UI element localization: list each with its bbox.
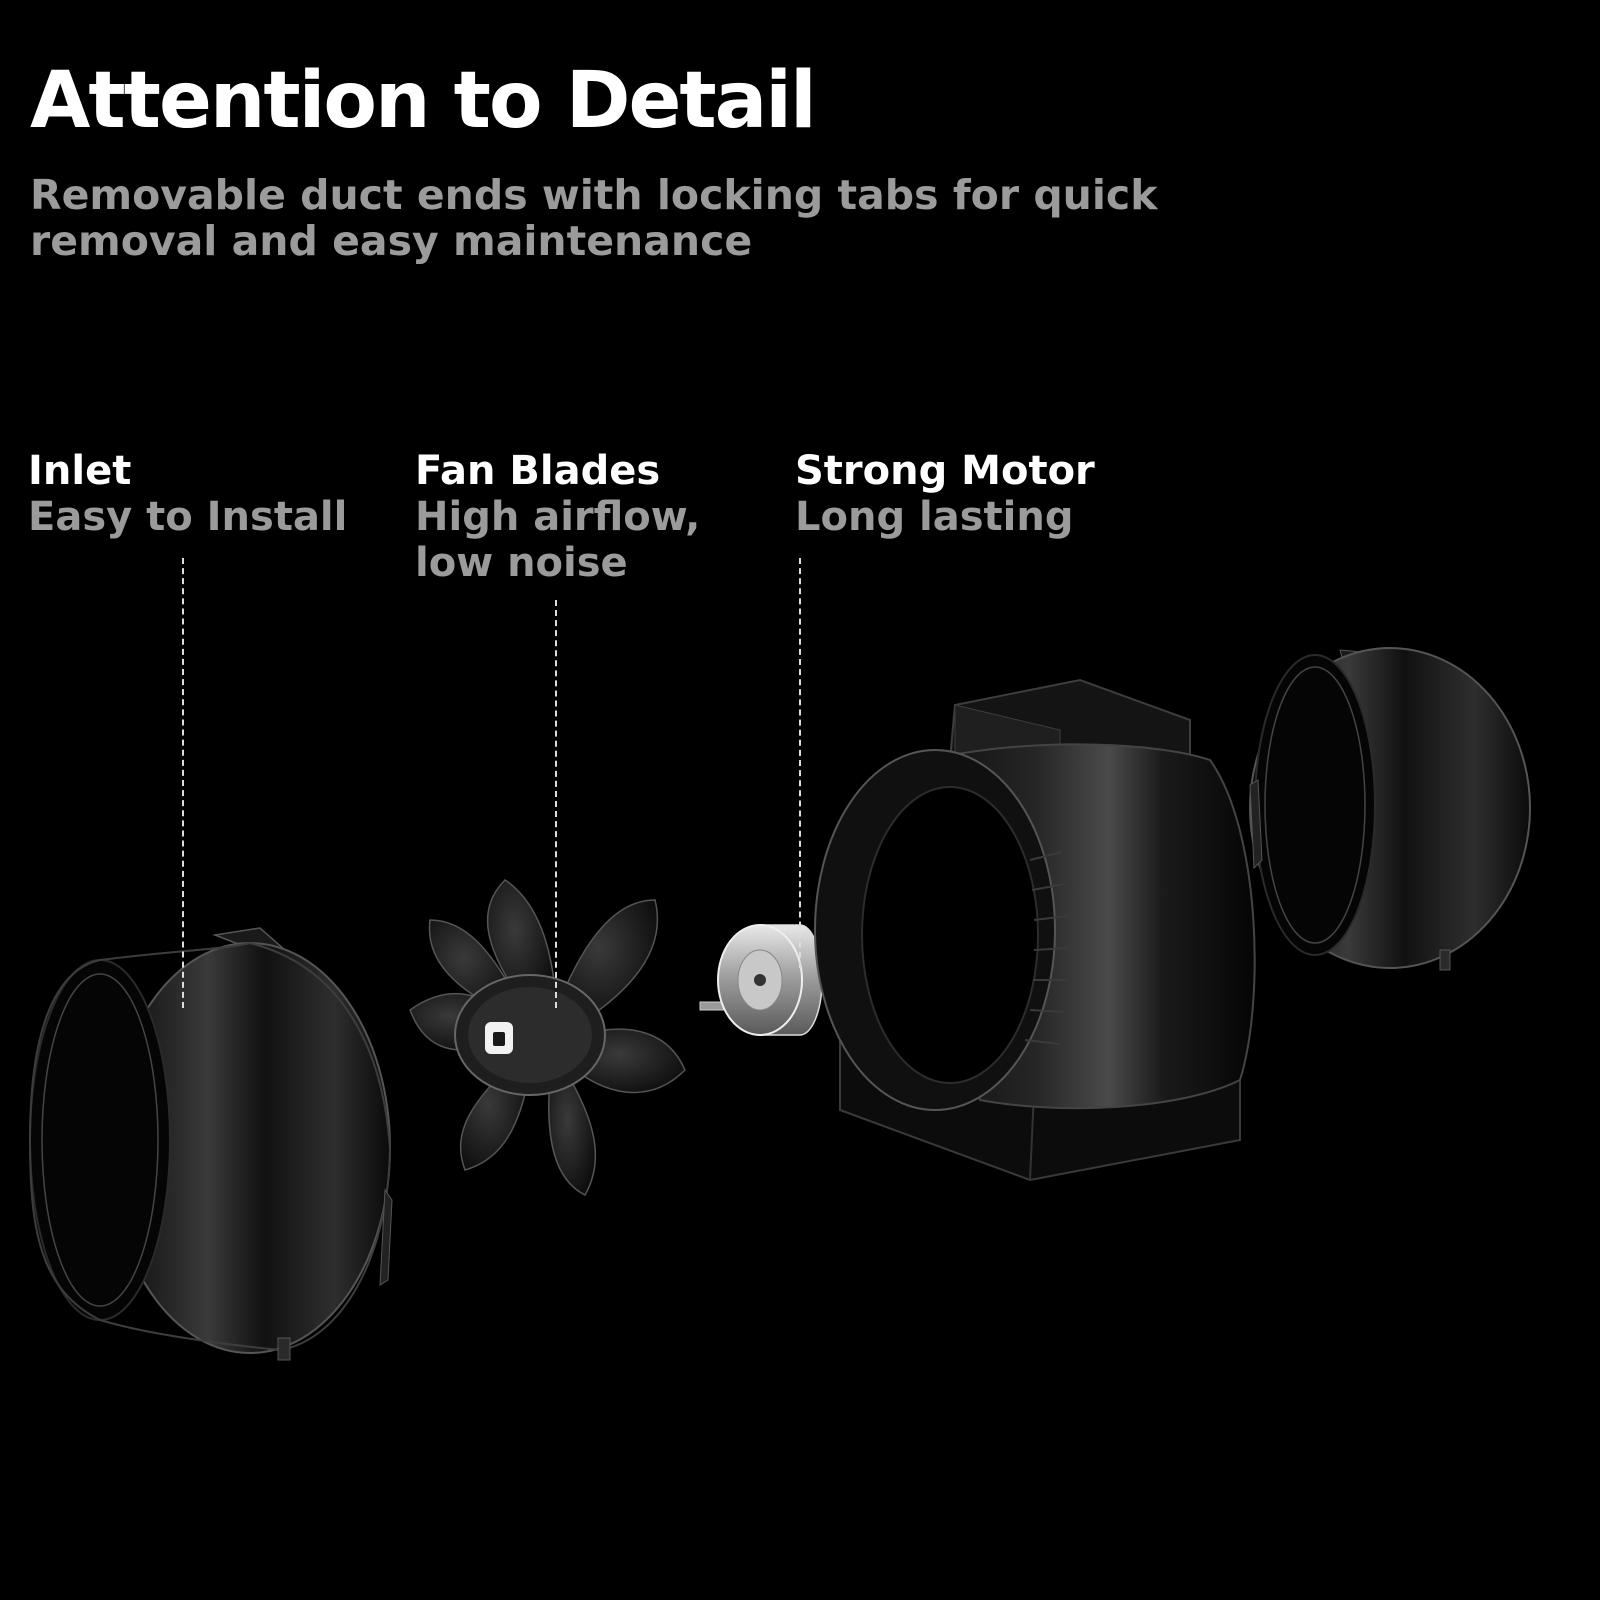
page-title: Attention to Detail <box>30 56 817 146</box>
outlet-ring-part <box>1249 647 1531 971</box>
motor-part <box>699 924 823 1036</box>
callout-fan-blades-title: Fan Blades <box>415 448 661 494</box>
callout-strong-motor-title: Strong Motor <box>795 448 1095 494</box>
callout-inlet: Inlet Easy to Install <box>28 448 347 540</box>
page-subtitle: Removable duct ends with locking tabs fo… <box>30 171 1158 265</box>
inlet-ring-part <box>28 927 393 1361</box>
strong-motor-leader-line <box>799 558 801 968</box>
inlet-leader-line <box>182 558 184 1008</box>
fan-blades-leader-line <box>555 600 557 1008</box>
callout-inlet-title: Inlet <box>28 448 132 494</box>
callout-strong-motor: Strong Motor Long lasting <box>795 448 1095 540</box>
callout-strong-motor-description: Long lasting <box>795 494 1074 540</box>
callout-fan-blades: Fan Blades High airflow, low noise <box>415 448 715 586</box>
fan-blades-part <box>409 879 686 1196</box>
callout-fan-blades-description: High airflow, low noise <box>415 494 701 586</box>
fan-housing-part <box>814 678 1256 1182</box>
callout-inlet-description: Easy to Install <box>28 494 348 540</box>
